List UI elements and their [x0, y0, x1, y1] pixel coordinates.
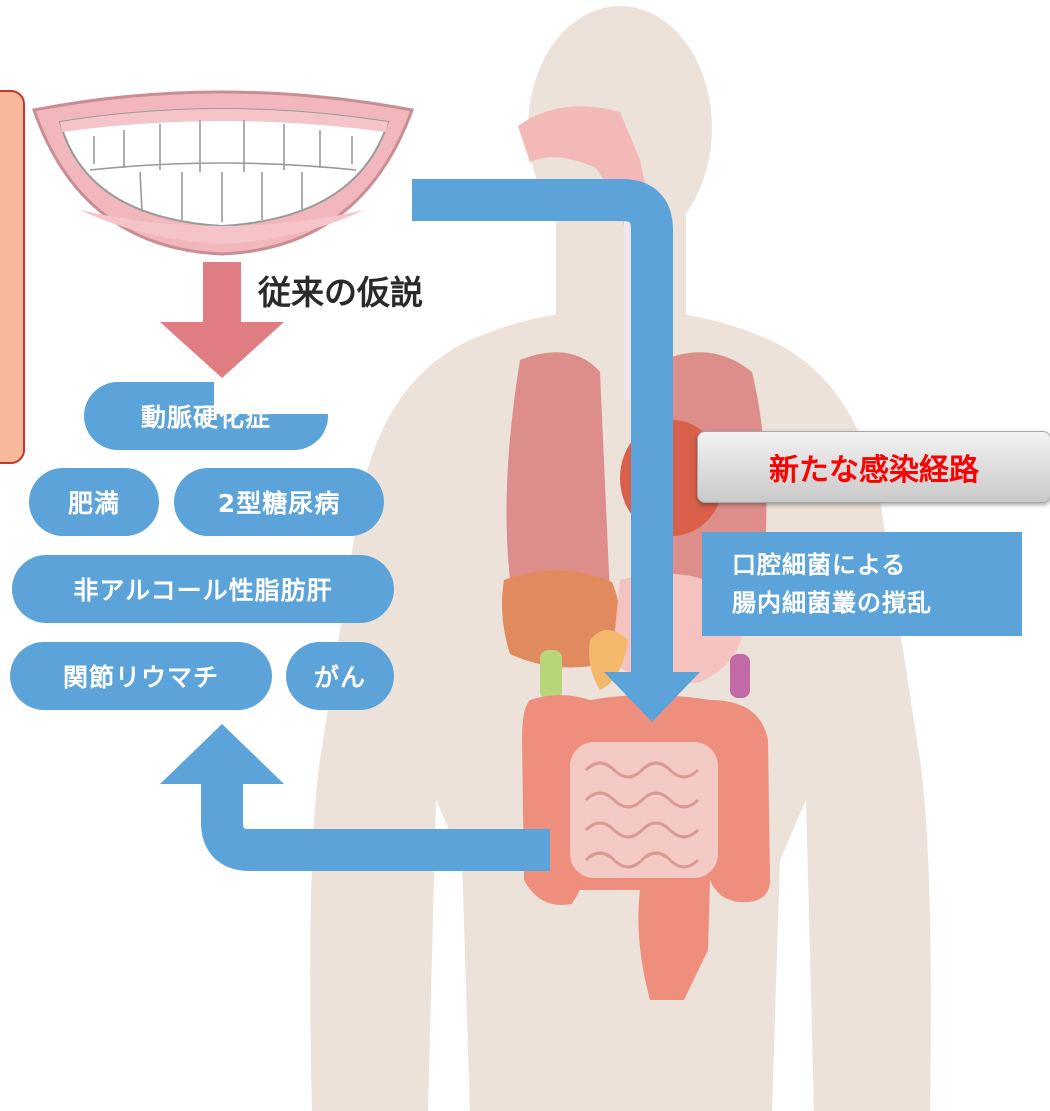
new-route-label: 新たな感染経路: [697, 431, 1050, 503]
occluding-patch: [214, 378, 328, 414]
route-arrow: [412, 179, 700, 722]
disease-pill-type2-diabetes: 2型糖尿病: [174, 468, 384, 536]
hypothesis-label: 従来の仮説: [258, 273, 423, 312]
down-arrow: [160, 262, 284, 378]
disease-pill-cancer: がん: [286, 642, 394, 710]
info-line-1: 口腔細菌による: [732, 550, 907, 579]
info-line-2: 腸内細菌叢の撹乱: [732, 589, 932, 617]
disease-pill-obesity: 肥満: [29, 468, 159, 536]
disease-pill-rheumatoid-arthritis: 関節リウマチ: [10, 642, 272, 710]
small-intestine: [570, 742, 718, 878]
disease-pill-nafld: 非アルコール性脂肪肝: [12, 555, 394, 623]
return-arrow: [160, 724, 550, 871]
side-panel: [0, 90, 25, 464]
mouth-teeth: [32, 90, 415, 256]
disease-pill-atherosclerosis: 動脈硬化症: [84, 382, 328, 450]
info-box: 口腔細菌による 腸内細菌叢の撹乱: [702, 532, 1022, 636]
